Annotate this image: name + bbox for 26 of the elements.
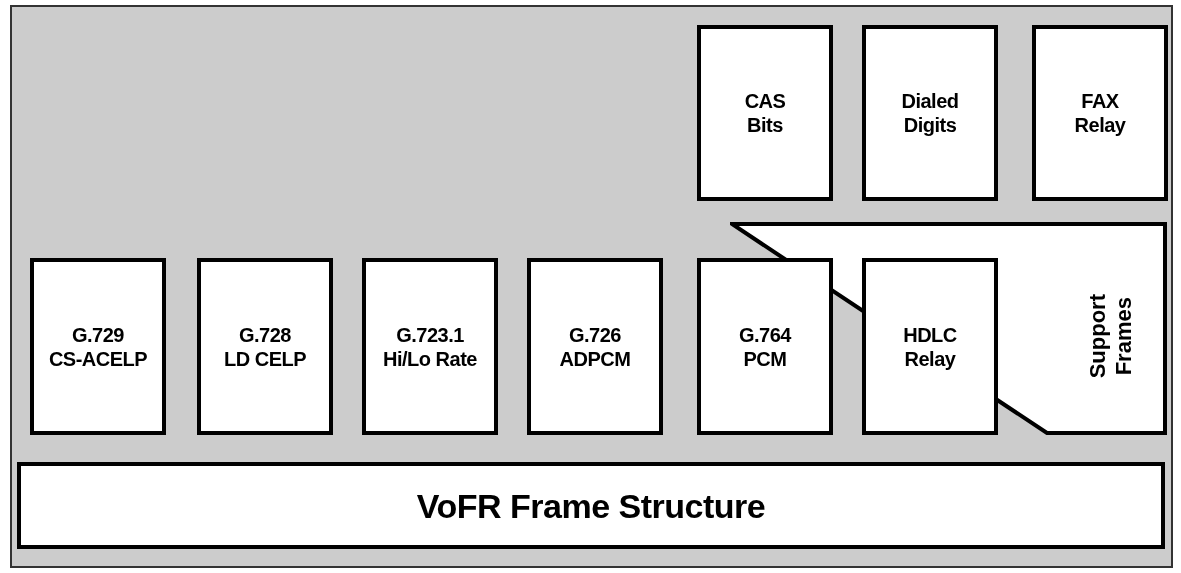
layer-bar (17, 462, 1165, 549)
node-label: G.764 (739, 322, 791, 347)
node-label: CS-ACELP (48, 346, 148, 371)
node-label: G.729 (72, 322, 124, 347)
layer-box (697, 25, 833, 201)
layer-box (30, 258, 166, 435)
node-label: Support Frames (1085, 294, 1137, 379)
node-label: Hi/Lo Rate (383, 346, 477, 371)
node-label: VoFR Frame Structure (416, 493, 766, 518)
layer-box (862, 258, 998, 435)
node-label: HDLC Relay (903, 322, 957, 371)
layer-box (362, 258, 498, 435)
node-label: Dialed Digits (901, 89, 959, 137)
node-label: G.723.1 (396, 322, 464, 347)
node-label: PCM (743, 346, 787, 371)
layer-box (862, 25, 998, 201)
node-label: ADPCM (559, 346, 631, 371)
layer-box (697, 258, 833, 435)
layer-box (1032, 25, 1168, 201)
node-label: G.728 (239, 322, 291, 347)
layer-box (197, 258, 333, 435)
node-label: FAX Relay (1074, 89, 1126, 137)
layer-box (527, 258, 663, 435)
node-label: G.726 (569, 322, 621, 347)
node-label: LD CELP (223, 346, 307, 371)
node-label: CAS Bits (744, 89, 786, 137)
